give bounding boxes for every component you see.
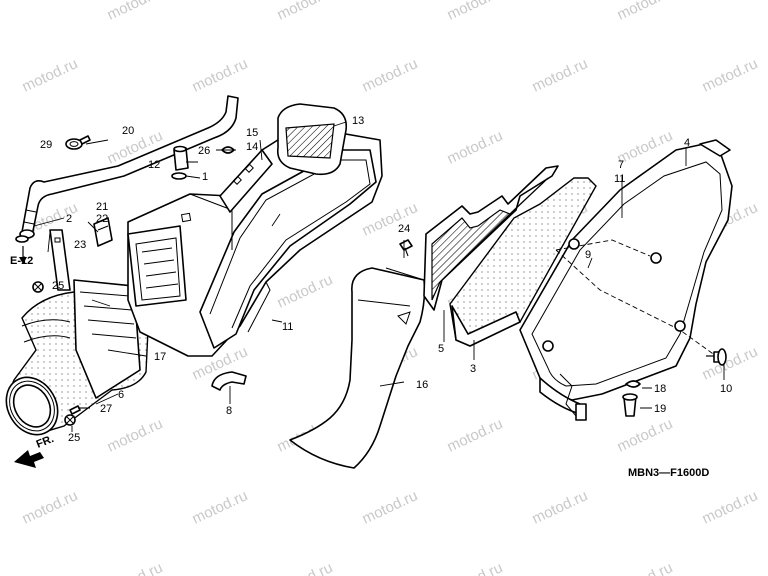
air-element-foam (276, 103, 348, 176)
callout-8: 8 (226, 405, 232, 417)
callout-24: 24 (398, 223, 410, 235)
callout-10: 10 (720, 383, 732, 395)
callout-13: 13 (352, 115, 364, 127)
watermark-text: motod.ru (530, 55, 591, 95)
watermark-text: motod.ru (20, 487, 81, 527)
filter-screen (423, 165, 559, 311)
callout-17: 17 (154, 351, 166, 363)
watermark-text: motod.ru (275, 559, 336, 576)
watermark-text: motod.ru (275, 271, 336, 311)
callout-15: 15 (246, 127, 258, 139)
guide-plate (219, 149, 273, 213)
watermark-text: motod.ru (700, 487, 761, 527)
screw-clip (399, 239, 413, 257)
callout-11-housing: 11 (282, 321, 293, 333)
callout-4: 4 (684, 137, 690, 149)
callout-6: 6 (118, 389, 124, 401)
air-cleaner-housing (127, 125, 383, 357)
callout-22: 22 (96, 213, 108, 225)
watermark-text: motod.ru (615, 0, 676, 24)
callout-14: 14 (246, 141, 258, 153)
watermark-text: motod.ru (275, 0, 336, 24)
callout-21: 21 (96, 201, 108, 213)
callout-1: 1 (202, 171, 208, 183)
clip (93, 217, 113, 247)
watermark-text: motod.ru (20, 55, 81, 95)
callout-16: 16 (416, 379, 428, 391)
band-clamp (211, 371, 247, 391)
callout-2: 2 (66, 213, 72, 225)
watermark-text: motod.ru (530, 487, 591, 527)
watermark-text: motod.ru (360, 199, 421, 239)
callout-12: 12 (148, 159, 160, 171)
front-label: FR. (35, 433, 56, 451)
watermark-text: motod.ru (615, 415, 676, 455)
grommet-parts (622, 380, 641, 417)
watermark-text: motod.ru (445, 127, 506, 167)
e12-reference-arrow (19, 246, 27, 264)
watermark-text: motod.ru (105, 0, 166, 24)
watermark-text: motod.ru (615, 559, 676, 576)
callout-11-cover: 11 (614, 173, 625, 185)
bolt-lower (64, 414, 76, 426)
callout-27: 27 (100, 403, 112, 415)
watermark-text: motod.ru (360, 55, 421, 95)
side-cover-outer (519, 139, 733, 421)
callout-25-lower: 25 (68, 432, 80, 444)
leader-lines (33, 121, 725, 432)
callout-20: 20 (122, 125, 134, 137)
diagram-code: MBN3—F1600D (628, 467, 709, 479)
watermark-text: motod.ru (445, 415, 506, 455)
washer (15, 235, 29, 243)
bracket-strap (49, 229, 71, 291)
screw-27 (69, 405, 90, 415)
watermark-text: motod.ru (445, 0, 506, 24)
watermark-text: motod.ru (105, 415, 166, 455)
reference-e12: E-12 (10, 255, 33, 267)
callout-29: 29 (40, 139, 52, 151)
air-filter-element (449, 177, 597, 347)
callout-26: 26 (198, 145, 210, 157)
watermark-text: motod.ru (360, 487, 421, 527)
callout-23: 23 (74, 239, 86, 251)
callout-5: 5 (438, 343, 444, 355)
screw (706, 348, 727, 366)
callout-7: 7 (618, 159, 624, 171)
watermark-text: motod.ru (700, 55, 761, 95)
watermark-text: motod.ru (190, 55, 251, 95)
callout-18: 18 (654, 383, 666, 395)
callout-9: 9 (585, 249, 591, 261)
drain-tube (171, 145, 189, 180)
callout-25-upper: 25 (52, 280, 64, 292)
watermark-text: motod.ru (445, 559, 506, 576)
watermark-text: motod.ru (190, 487, 251, 527)
bolt-upper (32, 281, 44, 293)
hose-clamp (65, 135, 91, 150)
watermark-text: motod.ru (105, 559, 166, 576)
callout-19: 19 (654, 403, 666, 415)
watermark-text: motod.ru (700, 343, 761, 383)
callout-labels: 20 29 2 21 22 23 E-12 25 17 6 27 25 FR. … (10, 115, 732, 451)
callout-3: 3 (470, 363, 476, 375)
front-arrow (14, 450, 44, 468)
